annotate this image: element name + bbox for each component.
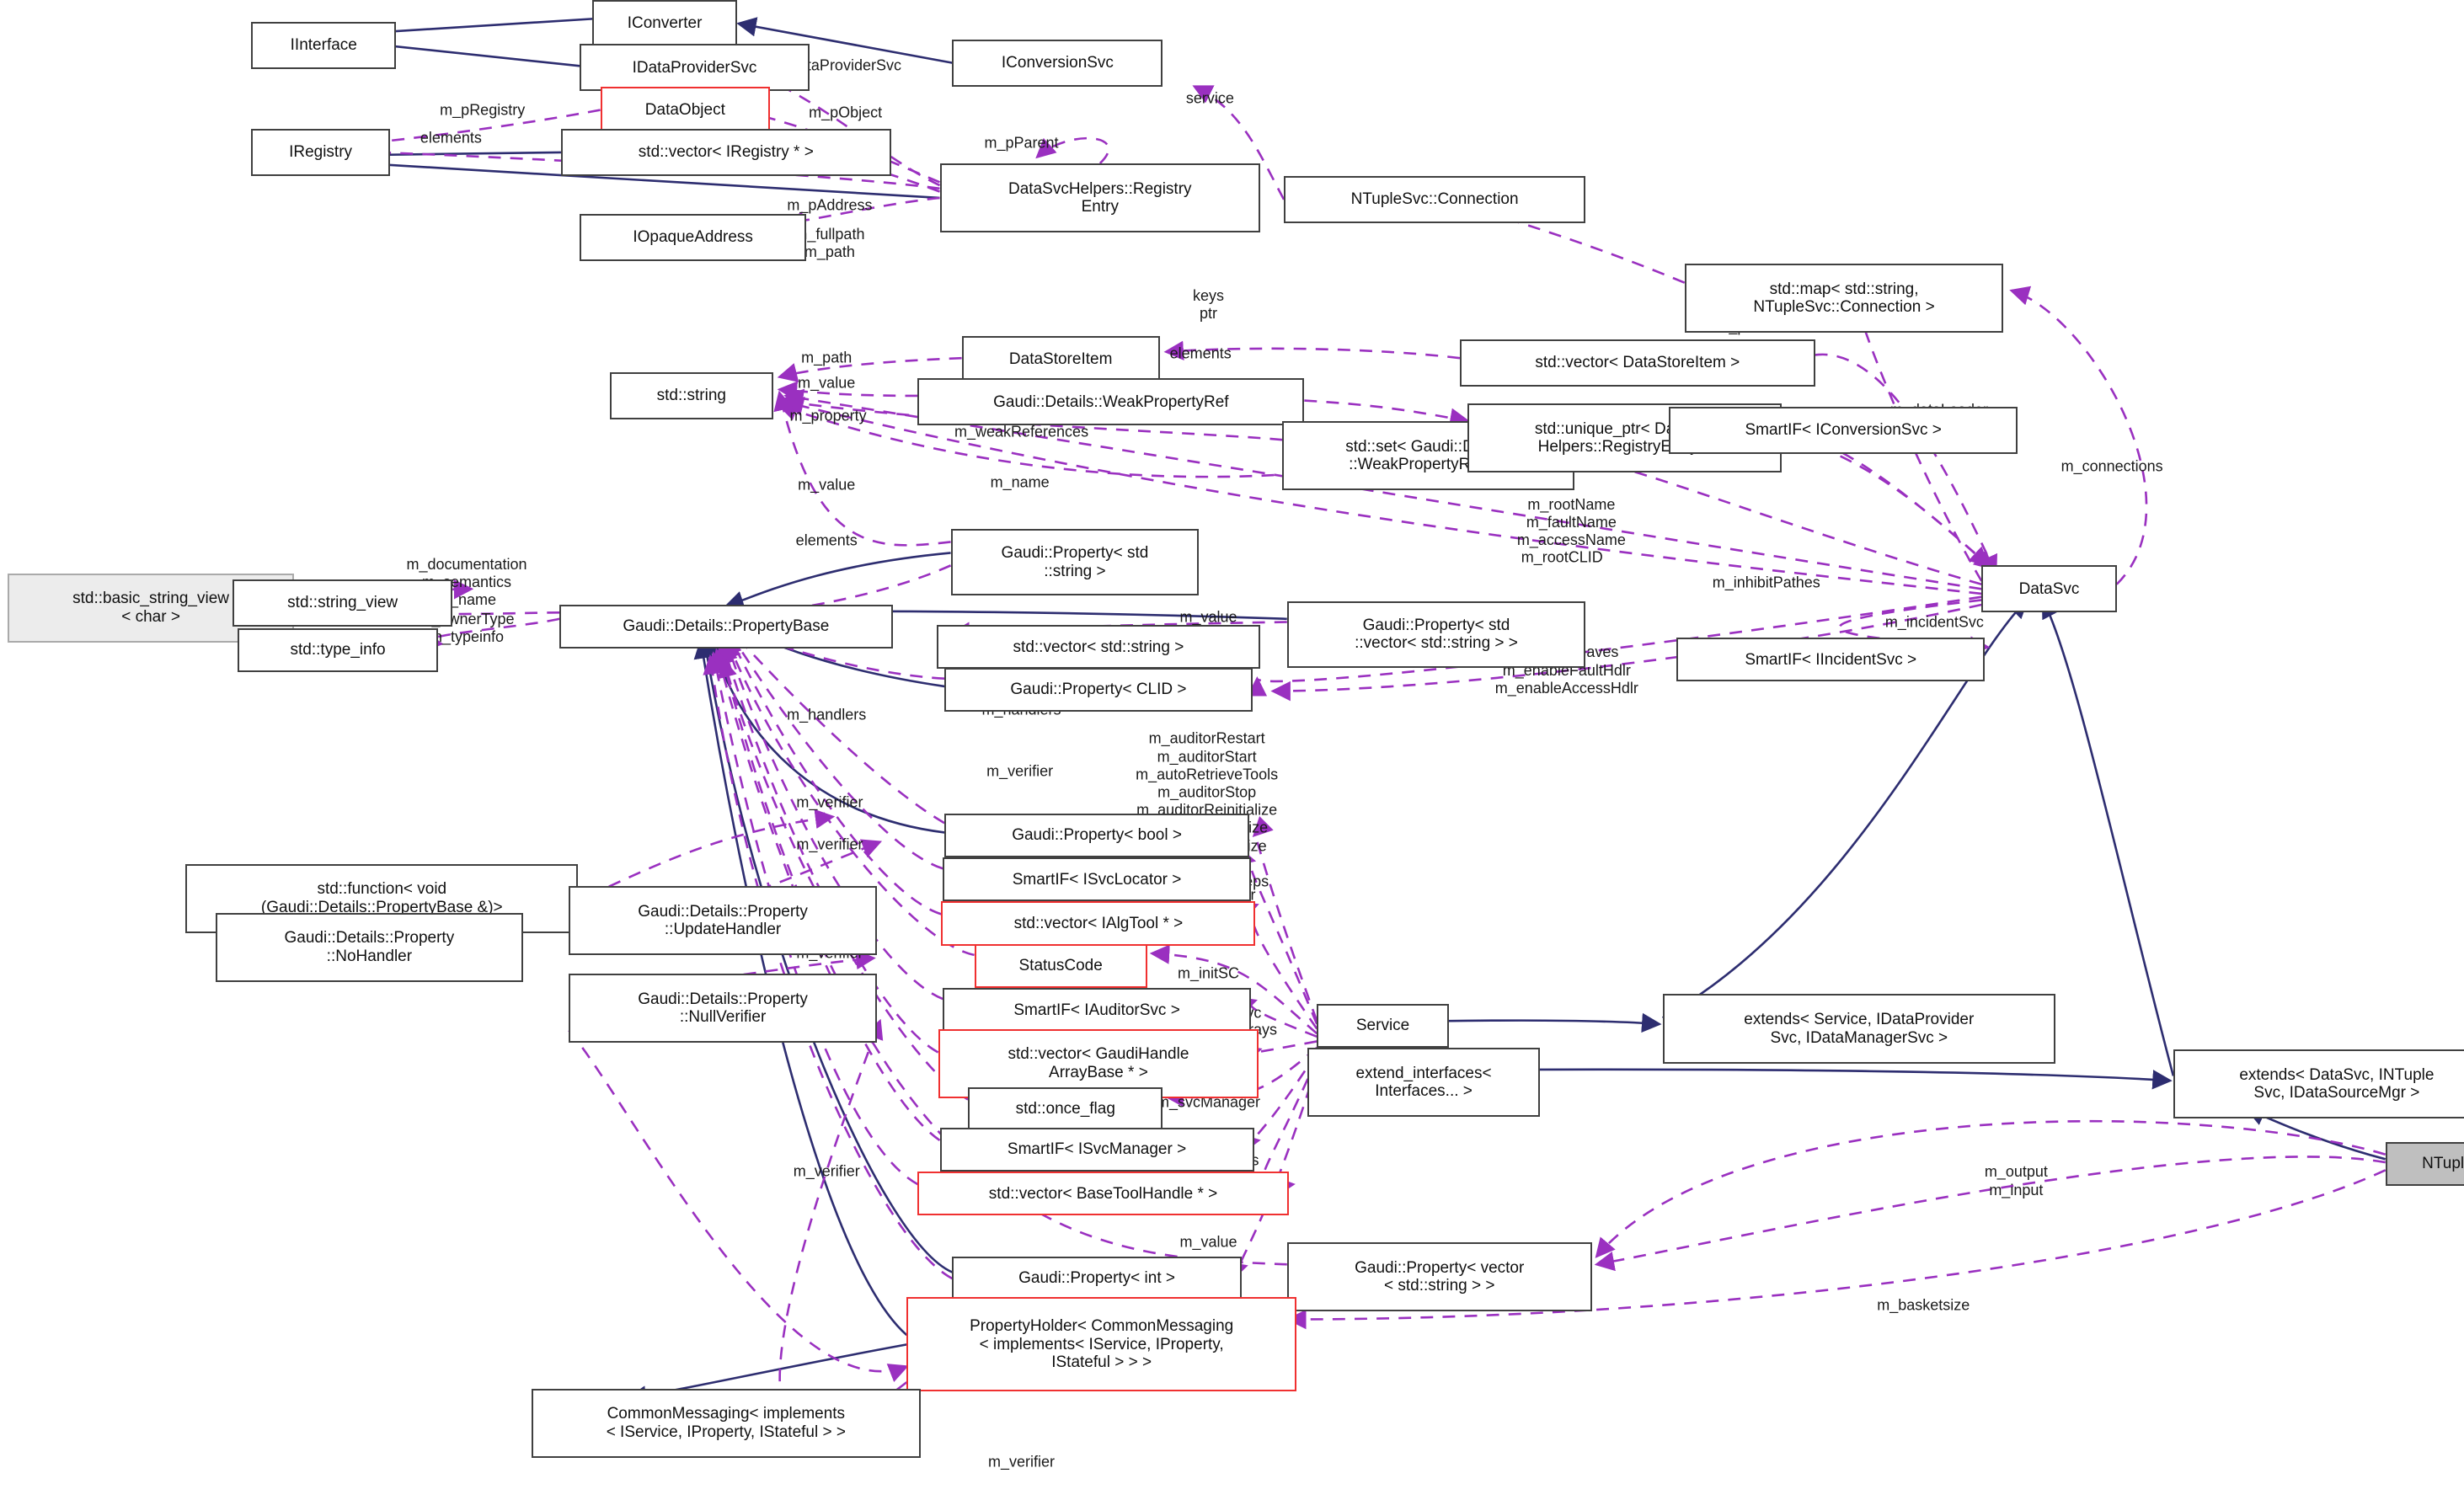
node-weakpropertyref[interactable]: Gaudi::Details::WeakPropertyRef (917, 378, 1305, 426)
node-ntuplesvc-connection[interactable]: NTupleSvc::Connection (1284, 175, 1586, 223)
node-std-string[interactable]: std::string (609, 371, 773, 419)
edge-label: keys ptr (1193, 286, 1225, 322)
node-once-flag[interactable]: std::once_flag (968, 1086, 1163, 1131)
node-type-info[interactable]: std::type_info (237, 627, 439, 673)
edge-label: m_rootName m_faultName m_accessName (1516, 496, 1626, 549)
edge-label: m_name (990, 472, 1050, 490)
node-nohandler[interactable]: Gaudi::Details::Property ::NoHandler (215, 912, 524, 982)
node-commonmessaging[interactable]: CommonMessaging< implements < IService, … (531, 1388, 922, 1458)
node-property-string[interactable]: Gaudi::Property< std ::string > (950, 529, 1200, 595)
edge-label: m_connections (2060, 457, 2163, 475)
node-iopaqueaddress[interactable]: IOpaqueAddress (580, 213, 806, 261)
edge-label: m_inhibitPathes (1712, 574, 1820, 591)
node-vector-basetoolhandle[interactable]: std::vector< BaseToolHandle * > (917, 1172, 1289, 1216)
node-smartif-isvclocator[interactable]: SmartIF< ISvcLocator > (943, 857, 1251, 902)
edge-label: m_rootCLID (1521, 548, 1603, 566)
edge-label: m_basketsize (1877, 1296, 1970, 1314)
node-statuscode[interactable]: StatusCode (974, 943, 1147, 989)
node-extend-interfaces[interactable]: extend_interfaces< Interfaces... > (1307, 1047, 1541, 1117)
edge-label: m_verifier (986, 762, 1054, 780)
node-vector-string[interactable]: std::vector< std::string > (936, 625, 1261, 670)
node-smartif-isvcmanager[interactable]: SmartIF< ISvcManager > (939, 1128, 1254, 1172)
node-smartif-iconversionsvc[interactable]: SmartIF< IConversionSvc > (1669, 407, 2018, 454)
node-string-view[interactable]: std::string_view (233, 579, 453, 627)
node-iinterface[interactable]: IInterface (251, 22, 397, 70)
edge-label: m_output m_input (1984, 1163, 2048, 1198)
edge-label: m_value (1179, 1233, 1237, 1251)
node-iconversionsvc[interactable]: IConversionSvc (952, 39, 1163, 87)
edge-label: m_verifier (793, 1162, 860, 1180)
node-vector-iregistry[interactable]: std::vector< IRegistry * > (560, 128, 891, 176)
node-property-vector-stdstring[interactable]: Gaudi::Property< vector < std::string > … (1286, 1242, 1592, 1312)
node-property-clid[interactable]: Gaudi::Property< CLID > (944, 667, 1253, 712)
node-datastoreitem[interactable]: DataStoreItem (961, 336, 1160, 384)
edge-label: m_pRegistry (440, 100, 526, 118)
node-service[interactable]: Service (1317, 1003, 1449, 1048)
node-registryentry[interactable]: DataSvcHelpers::Registry Entry (939, 163, 1261, 232)
node-updatehandler[interactable]: Gaudi::Details::Property ::UpdateHandler (569, 885, 877, 955)
node-extends-datasvc[interactable]: extends< DataSvc, INTuple Svc, IDataSour… (2173, 1049, 2464, 1118)
edge-label: m_value (798, 476, 856, 494)
edge-label: m_verifier (796, 835, 863, 853)
edge-label: elements (420, 129, 482, 147)
node-vector-datastoreitem[interactable]: std::vector< DataStoreItem > (1459, 339, 1815, 387)
edge-label: elements (795, 531, 858, 548)
edge-label: m_value (1179, 608, 1237, 626)
node-property-vector-string[interactable]: Gaudi::Property< std ::vector< std::stri… (1286, 601, 1586, 668)
edge-label: m_verifier (988, 1453, 1056, 1471)
edge-label: m_weakReferences (954, 423, 1089, 440)
edge-label: m_fullpath m_path (794, 225, 865, 261)
node-map-string-connection[interactable]: std::map< std::string, NTupleSvc::Connec… (1684, 264, 2004, 334)
node-propertyholder[interactable]: PropertyHolder< CommonMessaging < implem… (906, 1297, 1296, 1392)
node-smartif-iincidentsvc[interactable]: SmartIF< IIncidentSvc > (1676, 638, 1986, 682)
node-idataprovidersvc[interactable]: IDataProviderSvc (580, 44, 810, 92)
node-datasvc[interactable]: DataSvc (1981, 565, 2117, 613)
node-ntuplesvc[interactable]: NTupleSvc (2385, 1141, 2464, 1186)
edge-label: m_pObject (809, 104, 883, 121)
edge-label: m_verifier (796, 793, 863, 811)
node-property-bool[interactable]: Gaudi::Property< bool > (944, 814, 1250, 858)
node-property-int[interactable]: Gaudi::Property< int > (952, 1256, 1242, 1301)
edge-label: m_value (798, 374, 856, 392)
edge-label: m_initSC (1178, 964, 1240, 982)
node-nullverifier[interactable]: Gaudi::Details::Property ::NullVerifier (569, 974, 877, 1044)
edge-label: m_handlers (787, 705, 867, 723)
edge-label: m_property (789, 407, 867, 424)
node-extends-service[interactable]: extends< Service, IDataProvider Svc, IDa… (1662, 994, 2055, 1064)
node-iregistry[interactable]: IRegistry (251, 128, 390, 176)
edge-label: elements (1169, 344, 1232, 361)
node-smartif-iauditorsvc[interactable]: SmartIF< IAuditorSvc > (943, 988, 1251, 1033)
edge-label: m_pParent (984, 134, 1059, 152)
node-dataobject[interactable]: DataObject (600, 86, 771, 134)
node-vector-ialgtool[interactable]: std::vector< IAlgTool * > (941, 901, 1256, 946)
edge-label: m_pAddress (787, 196, 873, 214)
node-propertybase[interactable]: Gaudi::Details::PropertyBase (559, 604, 893, 649)
node-iconverter[interactable]: IConverter (592, 0, 737, 47)
edge-label: m_path (801, 349, 853, 366)
edge-label: m_incidentSvc (1884, 612, 1984, 630)
edge-label: service (1185, 89, 1234, 107)
